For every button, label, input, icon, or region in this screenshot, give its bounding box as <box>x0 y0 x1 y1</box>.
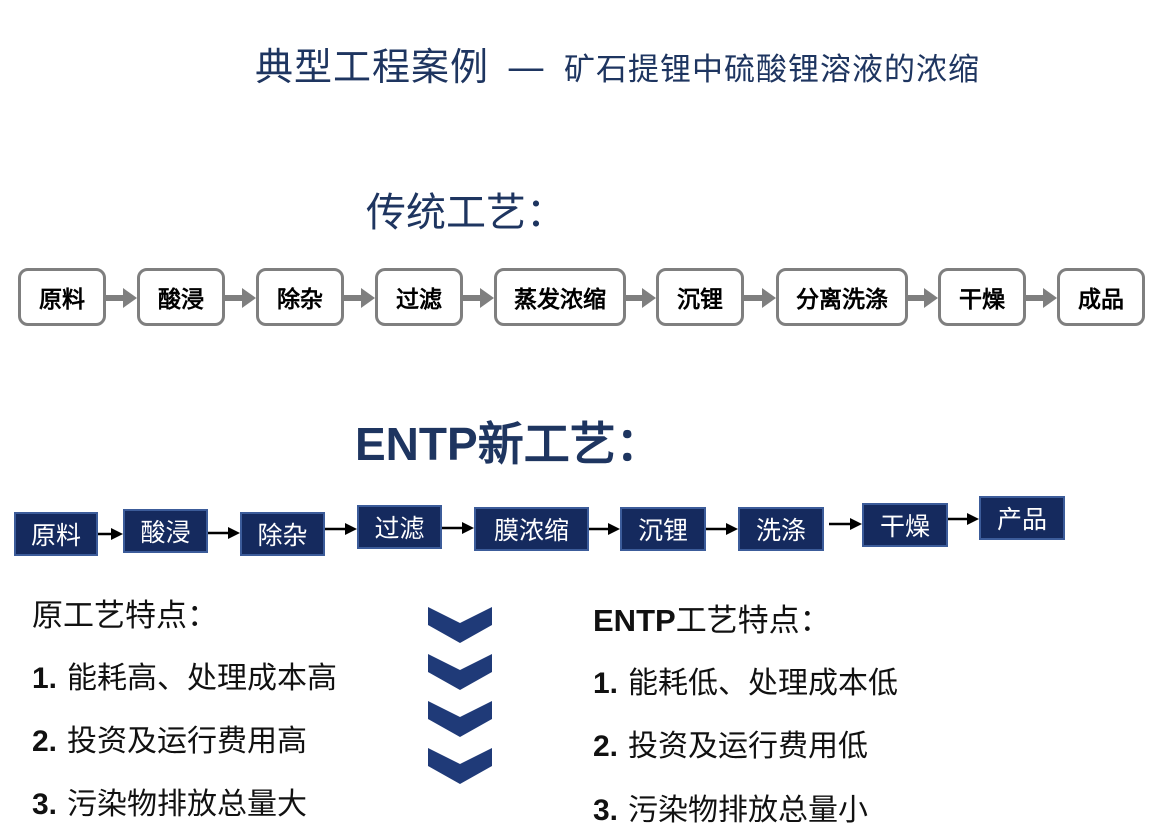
entp-step-washing: 洗涤 <box>738 507 824 551</box>
original-feature-2: 2.投资及运行费用高 <box>32 724 308 759</box>
trad-step-drying: 干燥 <box>938 268 1026 326</box>
arrow-right-icon <box>1026 288 1057 308</box>
entp-step-product: 产品 <box>979 496 1065 540</box>
arrow-right-icon <box>589 523 620 535</box>
trad-step-raw-material: 原料 <box>18 268 106 326</box>
arrow-right-icon <box>225 288 256 308</box>
arrow-right-icon <box>106 288 137 308</box>
trad-step-separation-washing: 分离洗涤 <box>776 268 908 326</box>
arrow-right-icon <box>908 288 938 308</box>
original-feature-3: 3.污染物排放总量大 <box>32 787 308 822</box>
original-features-title: 原工艺特点： <box>32 598 218 634</box>
trad-step-impurity-removal: 除杂 <box>256 268 344 326</box>
entp-feature-3: 3.污染物排放总量小 <box>593 793 869 828</box>
arrow-right-icon <box>98 528 123 540</box>
title-dash: — <box>507 45 547 89</box>
entp-step-membrane-concentration: 膜浓缩 <box>474 507 589 551</box>
chevron-down-icon <box>428 607 492 784</box>
entp-features-title: ENTP工艺特点： <box>593 603 831 639</box>
entp-step-raw-material: 原料 <box>14 512 98 556</box>
arrow-right-icon <box>463 288 494 308</box>
arrow-right-icon <box>948 513 979 525</box>
trad-step-filtration: 过滤 <box>375 268 463 326</box>
entp-step-filtration: 过滤 <box>357 505 442 549</box>
original-feature-1: 1.能耗高、处理成本高 <box>32 661 338 696</box>
entp-heading: ENTP新工艺： <box>355 408 662 474</box>
arrow-right-icon <box>344 288 375 308</box>
trad-step-evaporation: 蒸发浓缩 <box>494 268 626 326</box>
entp-step-acid-leach: 酸浸 <box>123 509 208 553</box>
arrow-right-icon <box>829 518 862 530</box>
entp-heading-cn: 新工艺： <box>477 417 662 471</box>
trad-step-product: 成品 <box>1057 268 1145 326</box>
trad-step-acid-leach: 酸浸 <box>137 268 225 326</box>
entp-step-drying: 干燥 <box>862 503 948 547</box>
entp-feature-1: 1.能耗低、处理成本低 <box>593 666 899 701</box>
arrow-right-icon <box>325 523 357 535</box>
arrow-right-icon <box>706 523 738 535</box>
arrow-right-icon <box>208 527 240 539</box>
entp-step-impurity-removal: 除杂 <box>240 512 325 556</box>
trad-step-lithium-precipitation: 沉锂 <box>656 268 744 326</box>
page-title: 典型工程案例 — 矿石提锂中硫酸锂溶液的浓缩 <box>255 36 980 91</box>
entp-feature-2: 2.投资及运行费用低 <box>593 729 869 764</box>
traditional-heading: 传统工艺： <box>366 190 566 236</box>
entp-heading-latin: ENTP <box>355 418 478 470</box>
arrow-right-icon <box>744 288 776 308</box>
entp-step-lithium-precipitation: 沉锂 <box>620 507 706 551</box>
arrow-right-icon <box>626 288 656 308</box>
title-subtitle: 矿石提锂中硫酸锂溶液的浓缩 <box>564 52 981 88</box>
arrow-right-icon <box>442 522 474 534</box>
title-main: 典型工程案例 <box>255 45 490 89</box>
